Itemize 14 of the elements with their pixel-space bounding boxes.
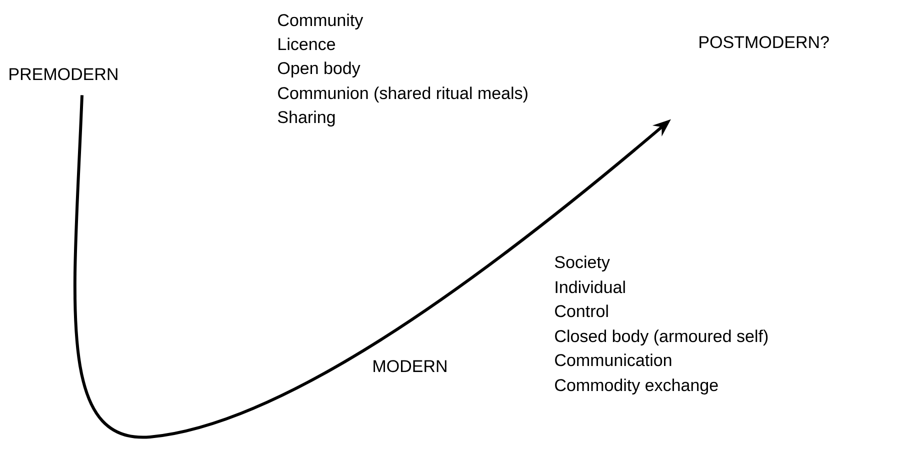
list-item: Commodity exchange <box>555 378 718 395</box>
list-item: Closed body (armoured self) <box>555 330 768 346</box>
list-item: MODERN <box>374 360 446 372</box>
stage-label: POSTMODERN? <box>700 36 829 48</box>
stage-label: PREMODERN <box>10 68 118 80</box>
list-item: Communication <box>555 354 672 366</box>
list-item: Control <box>555 304 608 318</box>
list-item: Individual <box>556 280 625 294</box>
list-item: Sharing <box>278 110 335 127</box>
list-item: Communion (shared ritual meals) <box>278 86 528 102</box>
list-item: Community <box>278 14 364 30</box>
list-item: Licence <box>278 38 336 50</box>
list-item: Open body <box>278 62 360 78</box>
list-item: Society <box>554 256 610 272</box>
